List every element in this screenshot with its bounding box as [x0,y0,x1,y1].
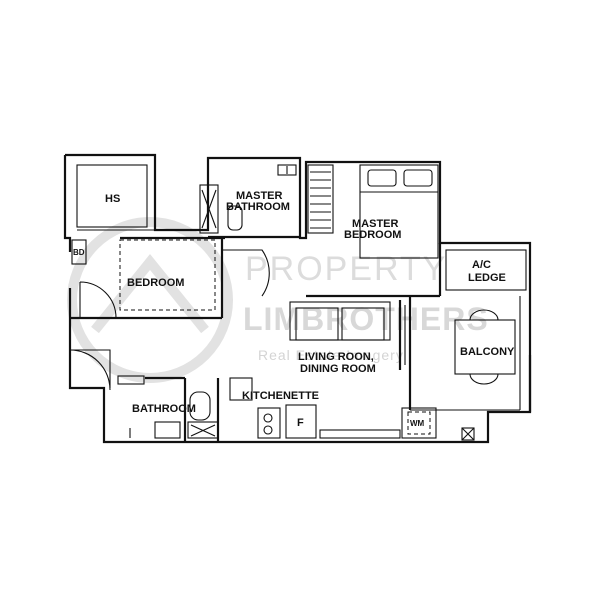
room-label-kitchenette: KITCHENETTE [242,390,319,402]
room-label-master-bathroom-1: MASTER [236,190,283,202]
room-label-balcony: BALCONY [460,346,515,358]
entry-door [69,349,111,391]
room-label-master-bedroom-2: BEDROOM [344,229,401,241]
master-bathroom: MASTER BATHROOM [199,164,300,239]
room-label-living-1: LIVING ROON, [298,351,374,363]
hs-room: HS [76,164,155,231]
kitchenette: KITCHENETTE F [216,377,401,442]
service-box [461,427,475,441]
watermark-line1: PROPERTY [245,250,447,288]
ac-ledge: A/C LEDGE [445,249,527,291]
balcony: BALCONY [408,296,521,411]
room-label-bd: BD [73,248,85,257]
balcony-sliding-door [398,300,406,370]
watermark: PROPERTY LIMBROTHERS Real Estate Imagery [67,217,489,383]
room-label-bedroom: BEDROOM [127,277,184,289]
room-label-master-bathroom-2: BATHROOM [226,201,290,213]
room-label-ac-ledge-1: A/C [472,259,491,271]
room-label-master-bedroom-1: MASTER [352,218,399,230]
label-fridge: F [297,417,304,429]
watermark-logo-circle [67,217,233,383]
watermark-line2: LIMBROTHERS [243,301,489,337]
label-washing-machine: WM [410,419,425,428]
sofa [289,301,391,341]
watermark-line3: Real Estate Imagery [258,347,404,363]
room-label-bathroom: BATHROOM [132,403,196,415]
bedroom: BEDROOM [70,236,270,320]
room-label-hs: HS [105,193,120,205]
wardrobe [307,164,334,234]
room-label-living-2: DINING ROOM [300,363,376,375]
bathroom: BATHROOM [117,375,219,442]
room-label-ac-ledge-2: LEDGE [468,272,506,284]
master-bedroom: MASTER BEDROOM [306,164,442,298]
watermark-logo-mountain-icon [91,254,209,334]
washing-machine: WM [401,407,437,439]
bd-cabinet: BD [71,239,87,265]
